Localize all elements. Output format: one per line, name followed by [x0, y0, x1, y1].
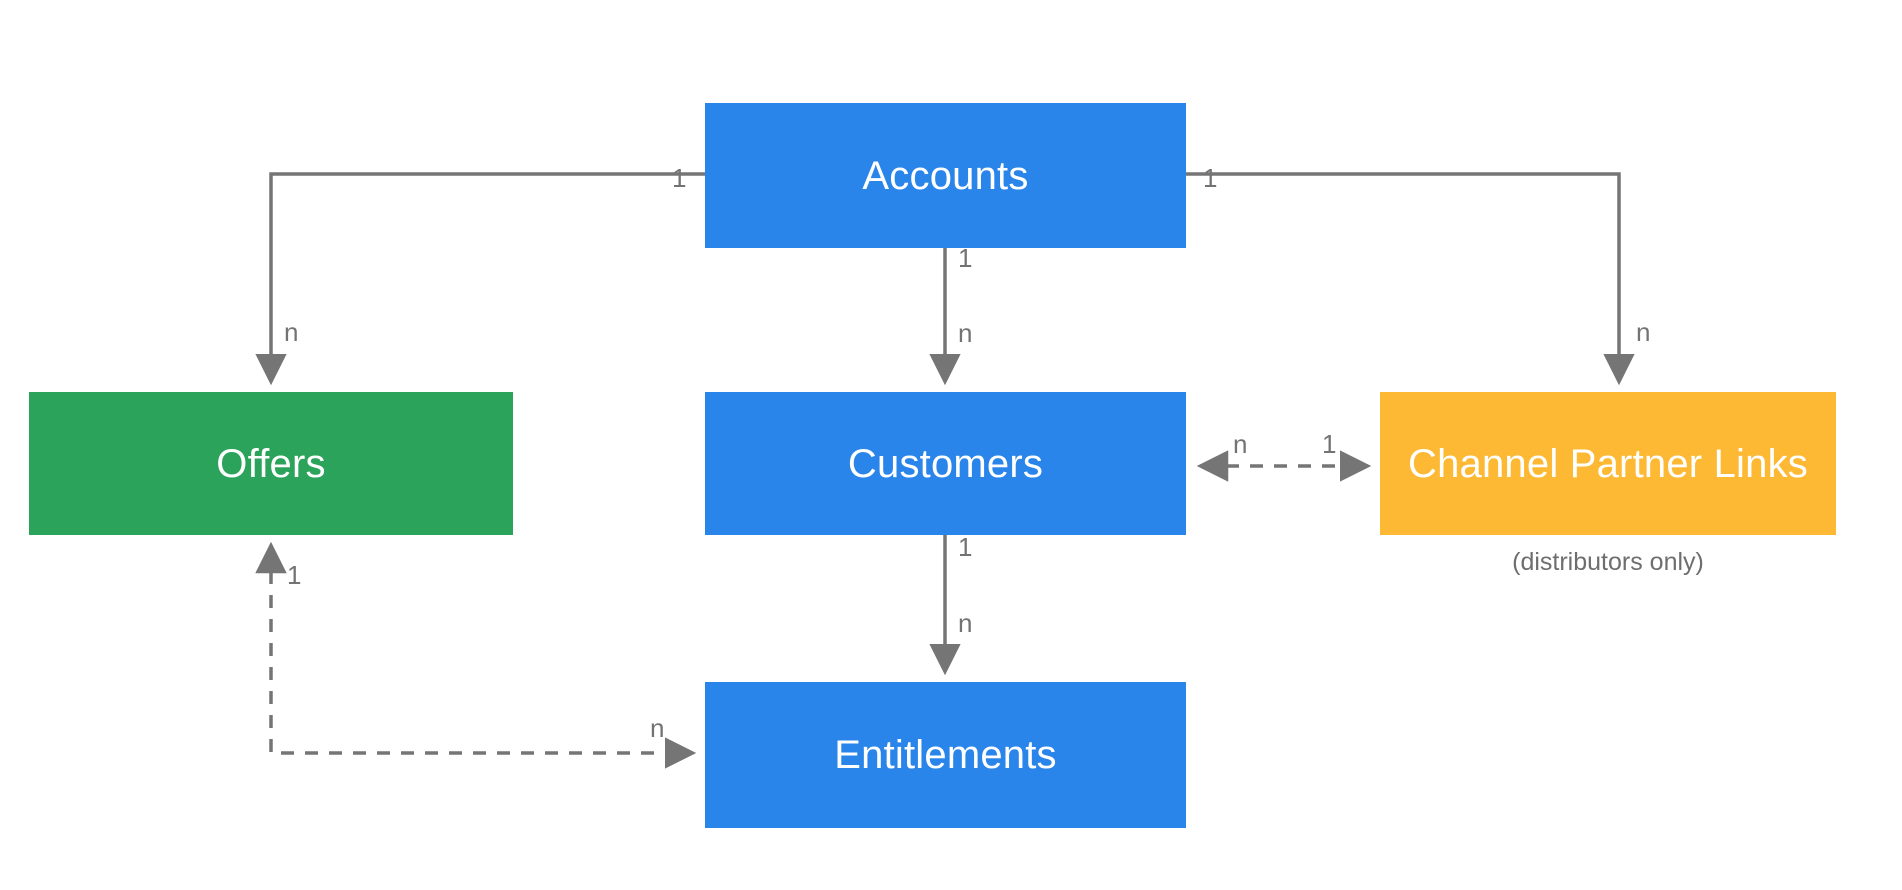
edge-label-accounts-offers-source: 1	[672, 163, 687, 193]
edge-label-offers-entitlements-source: 1	[287, 560, 302, 590]
edge-label-accounts-channel-partner-links-target: n	[1636, 317, 1651, 347]
node-accounts[interactable]: Accounts	[705, 103, 1186, 248]
edge-accounts-offers	[255, 172, 705, 386]
node-offers[interactable]: Offers	[29, 392, 513, 535]
node-offers-label: Offers	[216, 441, 326, 486]
node-channel-partner-links-label: Channel Partner Links	[1408, 441, 1808, 486]
node-entitlements[interactable]: Entitlements	[705, 682, 1186, 828]
edge-label-accounts-customers-source: 1	[958, 243, 973, 273]
node-customers-label: Customers	[847, 441, 1044, 486]
edge-label-accounts-offers-target: n	[284, 317, 299, 347]
edge-label-customers-channel-partner-links-target: 1	[1322, 429, 1337, 459]
node-accounts-label: Accounts	[862, 153, 1029, 198]
edge-label-customers-channel-partner-links-source: n	[1233, 429, 1248, 459]
node-entitlements-label: Entitlements	[834, 733, 1057, 777]
edge-label-accounts-channel-partner-links-source: 1	[1203, 163, 1218, 193]
edge-label-offers-entitlements-target: n	[650, 713, 665, 743]
node-channel-partner-links-caption: (distributors only)	[1512, 548, 1704, 576]
node-customers[interactable]: Customers	[705, 392, 1186, 535]
edge-label-customers-entitlements-target: n	[958, 608, 973, 638]
edge-offers-entitlements	[255, 541, 697, 769]
edge-label-customers-entitlements-source: 1	[958, 532, 973, 562]
edge-accounts-channel-partner-links	[1186, 172, 1635, 386]
edge-label-accounts-customers-target: n	[958, 318, 973, 348]
node-channel-partner-links[interactable]: Channel Partner Links	[1380, 392, 1836, 535]
